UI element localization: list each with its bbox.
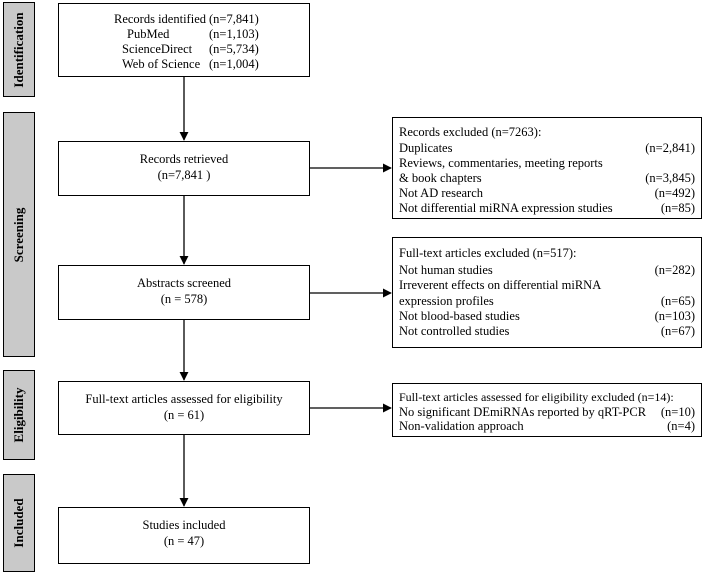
abstracts-screened-n: (n = 578): [160, 292, 208, 306]
records-retrieved-n: (n=7,841 ): [157, 168, 211, 182]
fulltext-assessed-n: (n = 61): [163, 408, 205, 422]
excluded-irreverent-label1: Irreverent effects on differential miRNA: [399, 278, 602, 292]
excluded-nonvalidation-label: Non-validation approach: [399, 419, 524, 433]
stage-identification: Identification: [3, 2, 35, 97]
source-sciencedirect-n: (n=5,734): [209, 42, 259, 56]
excluded-notblood-row: Not blood-based studies (n=103): [399, 309, 695, 323]
excluded-nosig-label: No significant DEmiRNAs reported by qRT-…: [399, 405, 647, 419]
fulltext-assessed-label: Full-text articles assessed for eligibil…: [85, 392, 283, 406]
records-identified-total: (n=7,841): [209, 12, 259, 26]
excluded-notad-n: (n=492): [654, 186, 695, 200]
fulltext-excluded-title: Full-text articles excluded (n=517):: [399, 246, 577, 260]
studies-included-label: Studies included: [142, 518, 226, 532]
excluded-reviews-label1: Reviews, commentaries, meeting reports: [399, 156, 603, 170]
eligibility-excluded-title: Full-text articles assessed for eligibil…: [399, 390, 674, 404]
excluded-irreverent-row: expression profiles (n=65): [399, 294, 695, 308]
excluded-notdiff-n: (n=85): [660, 201, 695, 215]
excluded-reviews-label2: & book chapters: [399, 171, 482, 185]
records-identified-title: Records identified: [114, 12, 206, 26]
excluded-notblood-n: (n=103): [654, 309, 695, 323]
records-excluded-box: Records excluded (n=7263): Duplicates (n…: [392, 117, 702, 219]
excluded-notad-label: Not AD research: [399, 186, 483, 200]
excluded-duplicates-label: Duplicates: [399, 141, 453, 155]
source-wos-n: (n=1,004): [209, 57, 259, 71]
excluded-duplicates-n: (n=2,841): [645, 141, 695, 155]
excluded-nosig-row: No significant DEmiRNAs reported by qRT-…: [399, 405, 695, 419]
excluded-nothuman-n: (n=282): [654, 263, 695, 277]
source-sciencedirect: ScienceDirect: [122, 42, 193, 56]
excluded-notblood-label: Not blood-based studies: [399, 309, 520, 323]
excluded-irreverent-label2: expression profiles: [399, 294, 494, 308]
source-wos: Web of Science: [122, 57, 201, 71]
excluded-notad-row: Not AD research (n=492): [399, 186, 695, 200]
records-retrieved-box: Records retrieved (n=7,841 ): [58, 141, 310, 196]
excluded-nonvalidation-n: (n=4): [667, 419, 695, 433]
records-identified-box: Records identified (n=7,841) PubMed (n=1…: [58, 3, 310, 77]
fulltext-assessed-box: Full-text articles assessed for eligibil…: [58, 381, 310, 435]
excluded-notdiff-label: Not differential miRNA expression studie…: [399, 201, 613, 215]
excluded-notcontrolled-n: (n=67): [660, 324, 695, 338]
abstracts-screened-box: Abstracts screened (n = 578): [58, 265, 310, 320]
excluded-nosig-n: (n=10): [660, 405, 695, 419]
excluded-nothuman-row: Not human studies (n=282): [399, 263, 695, 277]
fulltext-excluded-box: Full-text articles excluded (n=517): Not…: [392, 237, 702, 348]
source-pubmed: PubMed: [127, 27, 170, 41]
records-retrieved-label: Records retrieved: [139, 152, 229, 166]
excluded-duplicates-row: Duplicates (n=2,841): [399, 141, 695, 155]
excluded-reviews-row: & book chapters (n=3,845): [399, 171, 695, 185]
excluded-notcontrolled-row: Not controlled studies (n=67): [399, 324, 695, 338]
eligibility-excluded-box: Full-text articles assessed for eligibil…: [392, 383, 702, 437]
stage-included: Included: [3, 474, 35, 572]
abstracts-screened-label: Abstracts screened: [136, 276, 232, 290]
excluded-nonvalidation-row: Non-validation approach (n=4): [399, 419, 695, 433]
source-pubmed-n: (n=1,103): [209, 27, 259, 41]
studies-included-n: (n = 47): [163, 534, 205, 548]
excluded-notdiff-row: Not differential miRNA expression studie…: [399, 201, 695, 215]
studies-included-box: Studies included (n = 47): [58, 507, 310, 564]
excluded-nothuman-label: Not human studies: [399, 263, 493, 277]
stage-eligibility: Eligibility: [3, 370, 35, 460]
records-excluded-title: Records excluded (n=7263):: [399, 125, 542, 139]
excluded-reviews-n: (n=3,845): [645, 171, 695, 185]
excluded-notcontrolled-label: Not controlled studies: [399, 324, 510, 338]
stage-screening: Screening: [3, 112, 35, 357]
excluded-irreverent-n: (n=65): [660, 294, 695, 308]
